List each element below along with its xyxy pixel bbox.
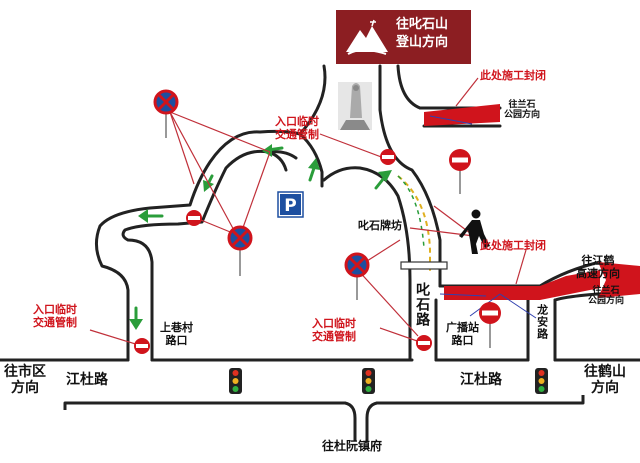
parking-sign-face <box>280 194 301 215</box>
no-entry-sign <box>380 149 396 165</box>
parking-access-right <box>298 132 324 188</box>
mountain-road-left <box>298 64 327 136</box>
yellow-route <box>397 175 431 272</box>
no-entry-signs <box>134 149 501 354</box>
traffic-light <box>229 368 242 394</box>
traffic-light <box>535 368 548 394</box>
leader-6 <box>319 133 385 159</box>
road-stubs <box>63 395 585 410</box>
sign-line-1: 往叱石山 <box>396 17 449 32</box>
heshan-direction-label: 往鹤山 方向 <box>584 364 626 397</box>
temp-control-notice-left: 入口临时 交通管制 <box>33 303 77 329</box>
traffic-light <box>362 368 375 394</box>
closure-bar-right <box>444 270 600 300</box>
no-entry-sign-on-pole <box>449 149 471 194</box>
no-parking-signs <box>153 89 370 300</box>
traffic-lights <box>229 368 548 394</box>
duruan-road-right <box>365 401 379 442</box>
closures <box>424 104 640 300</box>
arrow-6-shaft <box>374 176 386 190</box>
city-direction-label: 往市区 方向 <box>4 364 46 397</box>
sign-line-2: 登山方向 <box>396 34 449 50</box>
arrow-2-head <box>203 180 214 192</box>
shangxiang-road-outer <box>95 129 302 362</box>
chishi-road-left <box>322 166 412 362</box>
archway-gate <box>400 261 448 270</box>
duruan-direction-label: 往杜阮镇府 <box>322 439 383 453</box>
leader-10 <box>379 327 421 343</box>
shangxiang-junction-label: 上巷村 路口 <box>160 321 193 347</box>
chishi-road-label: 叱石路 <box>414 282 431 327</box>
mountain-direction-sign: 往叱石山 登山方向 <box>336 10 471 64</box>
jiangdu-road-label-left: 江杜路 <box>66 372 108 388</box>
closure-arrow-right <box>598 262 640 298</box>
arrow-5-head <box>308 158 320 170</box>
leader-1 <box>169 111 195 185</box>
parking-sign: P <box>277 191 304 218</box>
closure-notice-right: 此处施工封闭 <box>480 239 546 252</box>
leader-3 <box>169 111 237 235</box>
temp-control-notice-center: 入口临时 交通管制 <box>312 317 356 343</box>
annotation-lines <box>89 77 527 347</box>
green-route <box>397 175 425 249</box>
leader-4 <box>239 151 271 237</box>
mountain-road-right <box>396 64 422 110</box>
no-entry-sign <box>134 338 150 354</box>
temp-control-notice-top: 入口临时 交通管制 <box>275 115 319 141</box>
closure-notice-top: 此处施工封闭 <box>480 69 546 82</box>
duruan-road-left <box>343 401 357 442</box>
no-entry-sign <box>416 335 432 351</box>
statue-icon <box>338 82 372 130</box>
longan-road-label: 龙安路 <box>535 304 549 340</box>
pedestrian-icon <box>459 209 490 254</box>
parking-letter: P <box>284 196 296 216</box>
no-parking-sign <box>153 89 179 138</box>
arrow-6-head <box>378 170 392 182</box>
pointer-2 <box>439 293 487 297</box>
no-entry-sign <box>186 210 202 226</box>
jianghe-expressway-label: 往江鹤 高速方向 <box>576 254 620 280</box>
direction-arrows <box>129 144 392 330</box>
archway-label: 叱石牌坊 <box>358 219 402 232</box>
arrow-5-shaft <box>308 166 316 182</box>
no-parking-sign <box>227 225 253 276</box>
arrow-3-head <box>138 209 148 223</box>
lanshi-park-label-right: 往兰石 公园方向 <box>588 286 625 307</box>
pointer-3 <box>499 293 537 319</box>
pointer-1 <box>429 115 473 125</box>
leader-12 <box>433 205 475 237</box>
leader-13 <box>455 77 479 107</box>
closure-bar-top <box>424 104 500 126</box>
jiangdu-road-label-right: 江杜路 <box>460 372 502 388</box>
no-entry-sign-on-pole <box>479 302 501 348</box>
leader-2 <box>169 111 271 153</box>
leader-7 <box>89 329 143 347</box>
expressway-edge <box>438 260 602 288</box>
route-markings <box>397 175 448 272</box>
lanshi-park-label-top: 往兰石 公园方向 <box>504 100 541 121</box>
mountain-icon <box>346 19 388 55</box>
leader-14 <box>515 249 527 285</box>
no-parking-sign <box>344 252 370 300</box>
leader-8 <box>355 267 419 337</box>
guangbo-junction-label: 广播站 路口 <box>446 321 479 347</box>
arrow-4-head <box>129 319 143 330</box>
chishi-road-right <box>378 64 442 288</box>
